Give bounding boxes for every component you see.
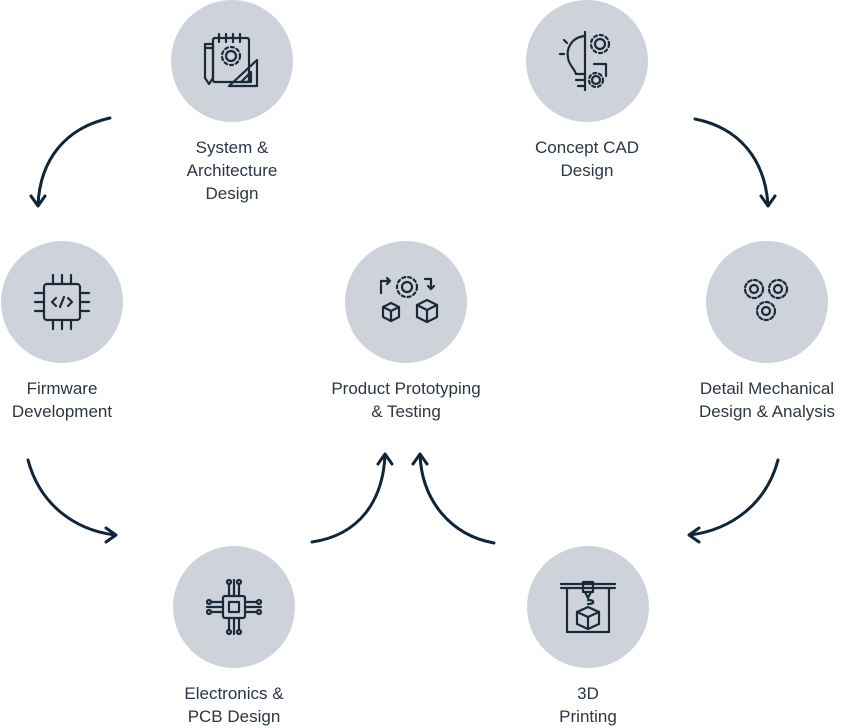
- label-line: & Testing: [371, 402, 441, 421]
- label-line: PCB Design: [187, 707, 281, 726]
- notebook-gear-ruler-icon: [203, 32, 259, 88]
- label-line: Design: [560, 161, 614, 180]
- node-circle: [173, 546, 295, 668]
- label-line: Electronics &: [184, 684, 284, 703]
- label-line: Architecture: [186, 161, 278, 180]
- node-label: Firmware Development: [12, 377, 112, 423]
- circuit-chip-icon: [205, 578, 263, 636]
- code-chip-icon: [33, 273, 91, 331]
- label-line: System &: [195, 138, 269, 157]
- label-line: Design: [205, 184, 259, 203]
- lightbulb-gears-icon: [558, 30, 611, 92]
- node-circle: [345, 241, 467, 363]
- node-system-architecture: System & Architecture Design: [112, 0, 352, 205]
- node-electronics: Electronics & PCB Design: [114, 546, 354, 728]
- label-line: Development: [11, 402, 113, 421]
- arrow-firmware-to-electronics: [26, 458, 118, 544]
- arrow-mechanical-to-printing: [687, 458, 780, 544]
- label-line: Firmware: [26, 379, 98, 398]
- label-line: Design & Analysis: [698, 402, 836, 421]
- node-prototyping: Product Prototyping & Testing: [286, 241, 526, 423]
- node-circle: [706, 241, 828, 363]
- label-line: 3D: [577, 684, 599, 703]
- node-firmware: Firmware Development: [0, 241, 182, 423]
- node-label: Concept CAD Design: [535, 136, 639, 182]
- node-label: 3D Printing: [559, 682, 617, 728]
- label-line: Printing: [559, 707, 617, 726]
- node-label: Electronics & PCB Design: [184, 682, 283, 728]
- node-mechanical: Detail Mechanical Design & Analysis: [647, 241, 848, 423]
- node-label: System & Architecture Design: [187, 136, 278, 205]
- arrow-electronics-to-prototyping: [310, 452, 394, 544]
- gear-cubes-icon: [379, 275, 439, 324]
- arrow-concept-to-mechanical: [693, 117, 777, 208]
- node-3d-printing: 3D Printing: [468, 546, 708, 728]
- node-label: Product Prototyping & Testing: [331, 377, 480, 423]
- node-circle: [526, 0, 648, 122]
- node-circle: [1, 241, 123, 363]
- node-label: Detail Mechanical Design & Analysis: [699, 377, 835, 423]
- arrow-printing-to-prototyping: [411, 452, 496, 545]
- node-circle: [527, 546, 649, 668]
- label-line: Concept CAD: [535, 138, 639, 157]
- label-line: Detail Mechanical: [699, 379, 835, 398]
- three-gears-icon: [743, 278, 789, 322]
- 3d-printer-icon: [559, 580, 617, 634]
- arrow-system-to-firmware: [29, 116, 112, 208]
- node-concept-cad: Concept CAD Design: [467, 0, 707, 182]
- label-line: Product Prototyping: [331, 379, 481, 398]
- node-circle: [171, 0, 293, 122]
